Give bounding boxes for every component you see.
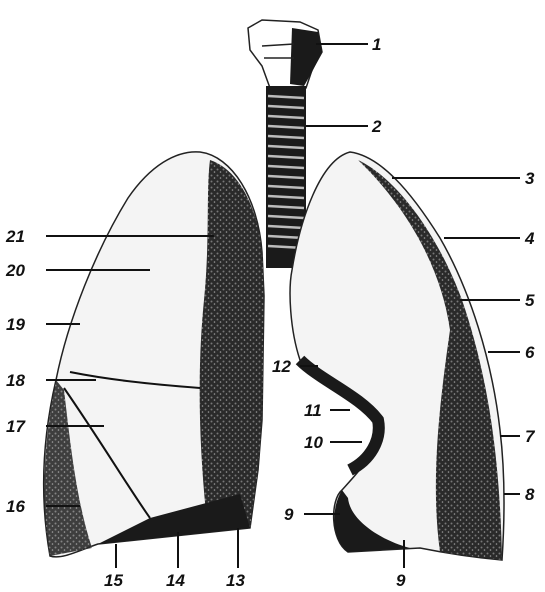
label-20: 20 xyxy=(5,261,25,280)
right-lung xyxy=(44,152,264,557)
label-16: 16 xyxy=(6,497,25,516)
label-13: 13 xyxy=(226,571,245,590)
label-1: 1 xyxy=(372,35,381,54)
left-lung xyxy=(290,152,504,560)
label-3: 3 xyxy=(525,169,535,188)
label-17: 17 xyxy=(6,417,26,436)
label-11: 11 xyxy=(304,401,322,420)
label-21: 21 xyxy=(5,227,25,246)
label-19: 19 xyxy=(6,315,25,334)
label-2: 2 xyxy=(371,117,382,136)
label-8: 8 xyxy=(525,485,535,504)
label-7: 7 xyxy=(525,427,536,446)
label-18: 18 xyxy=(6,371,25,390)
label-9-left: 9 xyxy=(284,505,294,524)
label-15: 15 xyxy=(104,571,123,590)
label-10: 10 xyxy=(304,433,323,452)
larynx xyxy=(248,20,322,88)
label-9-bottom: 9 xyxy=(396,571,406,590)
label-12: 12 xyxy=(272,357,291,376)
label-4: 4 xyxy=(524,229,535,248)
label-5: 5 xyxy=(525,291,535,310)
label-6: 6 xyxy=(525,343,535,362)
label-14: 14 xyxy=(166,571,185,590)
